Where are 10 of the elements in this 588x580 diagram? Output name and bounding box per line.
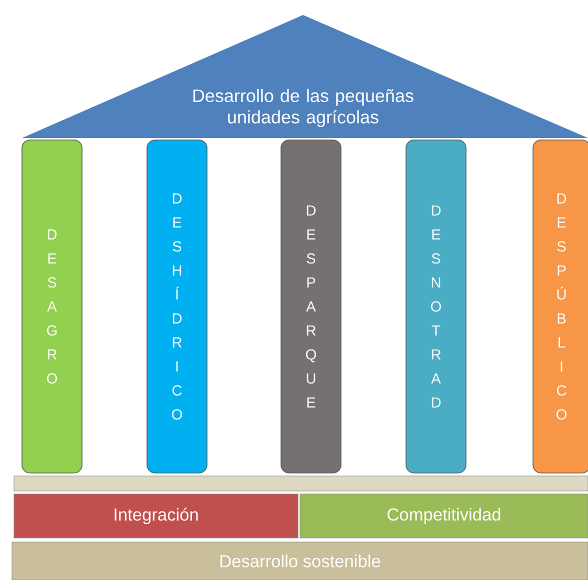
pillar: DESPÚBLICO bbox=[532, 140, 588, 474]
pillar: DESAGRO bbox=[22, 140, 82, 474]
pillar: DESHÍDRICO bbox=[146, 140, 208, 474]
foundation-band: Integración bbox=[14, 494, 298, 538]
foundation-band: Desarrollo sostenible bbox=[12, 542, 588, 580]
foundation-band: Competitividad bbox=[300, 494, 588, 538]
pillar: DESNOTRAD bbox=[406, 140, 466, 474]
roof-triangle: Desarrollo de las pequeñas unidades agrícolas bbox=[22, 15, 588, 138]
pillar: DESPARQUE bbox=[280, 140, 342, 474]
base-bar bbox=[14, 476, 588, 492]
